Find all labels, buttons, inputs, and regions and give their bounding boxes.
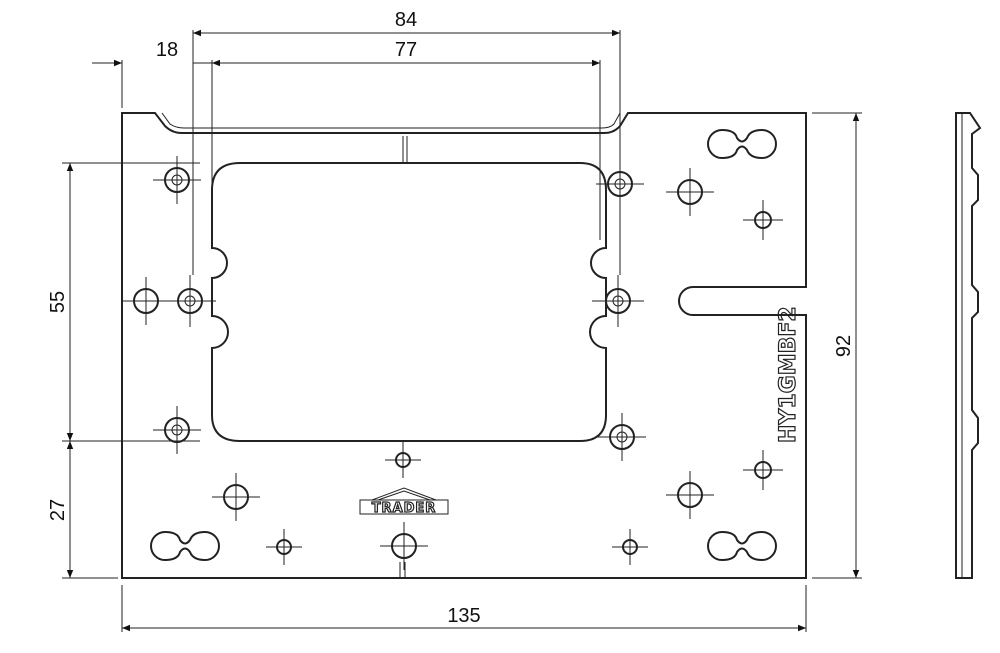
dim-top-span: 84 <box>395 9 417 31</box>
dimension-lines <box>66 29 860 632</box>
hole-5 <box>122 277 170 325</box>
hole-8 <box>153 406 201 454</box>
hole-1 <box>153 156 201 204</box>
keyhole-slot-top-right <box>707 128 777 160</box>
central-cutout <box>211 162 607 442</box>
hole-11 <box>743 450 783 490</box>
extension-lines <box>62 30 862 632</box>
side-profile-view <box>955 112 982 579</box>
hole-7 <box>592 275 644 327</box>
plate-groove <box>161 112 621 129</box>
dim-overall-width: 135 <box>447 605 480 627</box>
keyhole-slot-bottom-left <box>150 530 220 562</box>
dim-bottom-height: 27 <box>47 499 69 521</box>
hole-14 <box>266 529 302 565</box>
dim-left-offset: 18 <box>156 39 178 61</box>
hole-3 <box>666 168 714 216</box>
logo-text: TRADER <box>372 501 437 516</box>
dim-overall-height: 92 <box>833 335 855 357</box>
part-marking: HY1GMBF2 <box>776 306 801 443</box>
hole-16 <box>612 529 648 565</box>
keyhole-slot-bottom-right <box>707 530 777 562</box>
hole-10 <box>385 442 421 478</box>
hole-6 <box>164 275 216 327</box>
hole-13 <box>666 471 714 519</box>
plate-outline <box>121 112 807 579</box>
hole-12 <box>212 473 260 521</box>
hole-15 <box>380 522 428 570</box>
hole-4 <box>743 200 783 240</box>
trader-logo: TRADER <box>359 487 449 517</box>
mounting-holes <box>122 156 783 570</box>
dim-middle-height: 55 <box>47 291 69 313</box>
dim-inner-span: 77 <box>395 39 417 61</box>
hole-9 <box>598 413 646 461</box>
